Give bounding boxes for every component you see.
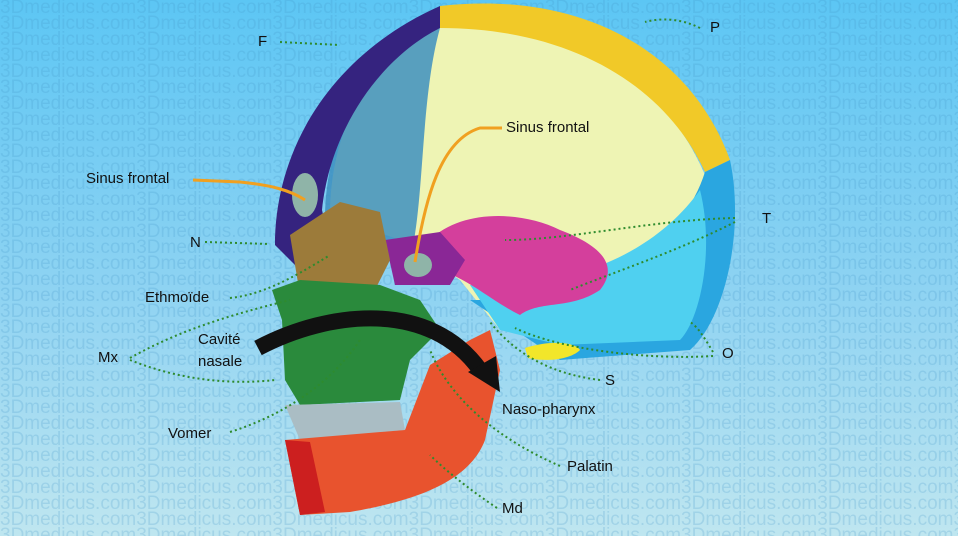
parietal-bone	[440, 3, 730, 173]
label-nasal: N	[190, 234, 201, 251]
label-parietal: P	[710, 19, 721, 36]
temporal-bone	[430, 216, 608, 315]
arrow-head-icon	[468, 356, 500, 392]
teeth	[285, 402, 405, 440]
sphenoid-yellow	[525, 342, 580, 360]
maxilla-bone	[272, 280, 440, 405]
naso-pharynx-arrow	[254, 310, 487, 375]
sinus-frontal-right-leader	[413, 126, 502, 263]
sinus-frontal-right-shape	[404, 253, 432, 277]
label-maxilla: Mx	[98, 349, 118, 366]
frontal-inner	[325, 28, 440, 260]
label-nasale: nasale	[198, 353, 243, 370]
mandible-bone	[285, 330, 500, 515]
label-sphenoid: S	[605, 372, 616, 389]
leader-lines	[129, 18, 736, 509]
sinus-frontal-left-leader	[192, 178, 306, 202]
sinus-frontal-left-shape	[292, 173, 318, 217]
label-occipital: O	[722, 345, 734, 362]
label-sinus-frontal-left: Sinus frontal	[86, 170, 170, 187]
label-cavite: Cavité	[198, 331, 241, 348]
label-temporal: T	[762, 210, 772, 227]
label-ethmoide: Ethmoïde	[145, 289, 210, 306]
label-naso-pharynx: Naso-pharynx	[502, 401, 596, 418]
label-vomer: Vomer	[168, 425, 212, 442]
label-sinus-frontal-right: Sinus frontal	[506, 119, 590, 136]
label-palatin: Palatin	[567, 458, 613, 475]
chin	[285, 440, 325, 515]
label-mandible: Md	[502, 500, 523, 517]
label-frontal: F	[258, 33, 268, 50]
ethmoid-bone	[290, 202, 390, 295]
